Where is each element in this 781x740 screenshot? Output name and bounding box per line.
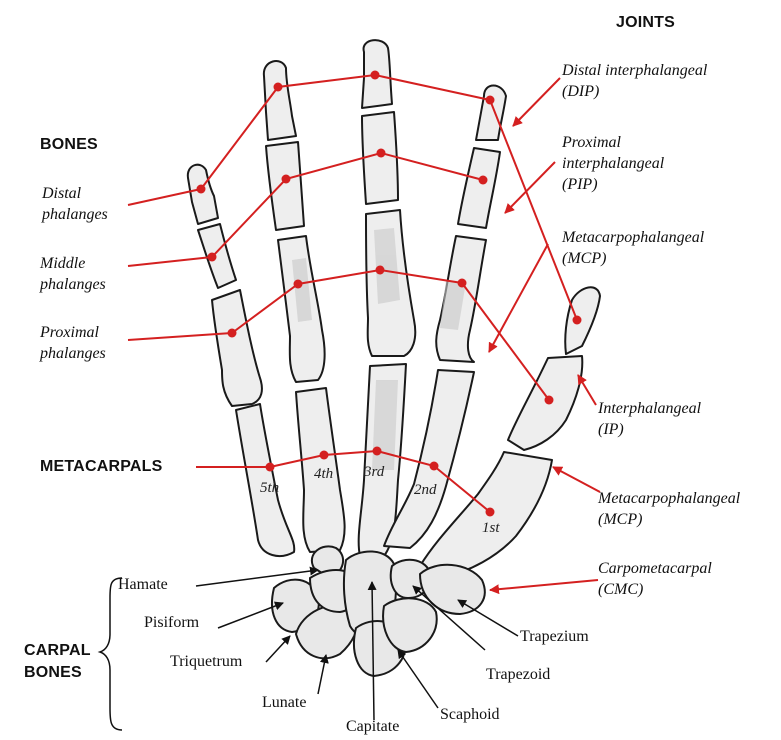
- pisiform-label: Pisiform: [144, 614, 199, 632]
- dip-line1: Distal interphalangeal: [562, 62, 707, 79]
- middle-line1: Middle: [40, 255, 85, 272]
- metacarpal-5th: 5th: [260, 480, 279, 497]
- lunate-label: Lunate: [262, 694, 306, 712]
- proximal-line1: Proximal: [40, 324, 99, 341]
- pip-line3: (PIP): [562, 176, 598, 193]
- bones-group: [188, 40, 600, 676]
- distal-phalanges-label: Distal phalanges: [42, 183, 108, 225]
- trapezoid-label: Trapezoid: [486, 666, 550, 684]
- middle-line2: phalanges: [40, 276, 106, 293]
- mcp-line1: Metacarpophalangeal: [562, 229, 704, 246]
- joints-heading: JOINTS: [616, 14, 675, 32]
- dip-line2: (DIP): [562, 83, 599, 100]
- carpal-heading-line2: BONES: [24, 664, 82, 681]
- carpal-brace: [100, 578, 122, 730]
- dip-label: Distal interphalangeal (DIP): [562, 60, 707, 102]
- pip-line2: interphalangeal: [562, 155, 664, 172]
- mcp-line2: (MCP): [562, 250, 606, 267]
- middle-phalanges-label: Middle phalanges: [40, 253, 106, 295]
- carpal-bones-heading: CARPAL BONES: [24, 640, 91, 684]
- metacarpal-2nd: 2nd: [414, 482, 437, 499]
- proximal-phalanges-label: Proximal phalanges: [40, 322, 106, 364]
- scaphoid-label: Scaphoid: [440, 706, 500, 724]
- metacarpal-1st: 1st: [482, 520, 500, 537]
- cmc-line1: Carpometacarpal: [598, 560, 712, 577]
- hamate-label: Hamate: [118, 576, 168, 594]
- metacarpal-3rd: 3rd: [364, 464, 384, 481]
- cmc-label: Carpometacarpal (CMC): [598, 558, 712, 600]
- bones-heading: BONES: [40, 136, 98, 154]
- thumb-mcp-line2: (MCP): [598, 511, 642, 528]
- pip-line1: Proximal: [562, 134, 621, 151]
- ip-label: Interphalangeal (IP): [598, 398, 701, 440]
- triquetrum-label: Triquetrum: [170, 653, 242, 671]
- distal-line1: Distal: [42, 185, 81, 202]
- trapezium-label: Trapezium: [520, 628, 589, 646]
- metacarpals-heading: METACARPALS: [40, 458, 163, 476]
- cmc-line2: (CMC): [598, 581, 643, 598]
- metacarpal-4th: 4th: [314, 466, 333, 483]
- carpal-bones: [272, 546, 485, 676]
- capitate-label: Capitate: [346, 718, 399, 736]
- distal-line2: phalanges: [42, 206, 108, 223]
- ip-line1: Interphalangeal: [598, 400, 701, 417]
- ip-line2: (IP): [598, 421, 624, 438]
- pip-label: Proximal interphalangeal (PIP): [562, 132, 664, 195]
- thumb-mcp-line1: Metacarpophalangeal: [598, 490, 740, 507]
- proximal-line2: phalanges: [40, 345, 106, 362]
- carpal-heading-line1: CARPAL: [24, 642, 91, 659]
- thumb-mcp-label: Metacarpophalangeal (MCP): [598, 488, 740, 530]
- mcp-label: Metacarpophalangeal (MCP): [562, 227, 704, 269]
